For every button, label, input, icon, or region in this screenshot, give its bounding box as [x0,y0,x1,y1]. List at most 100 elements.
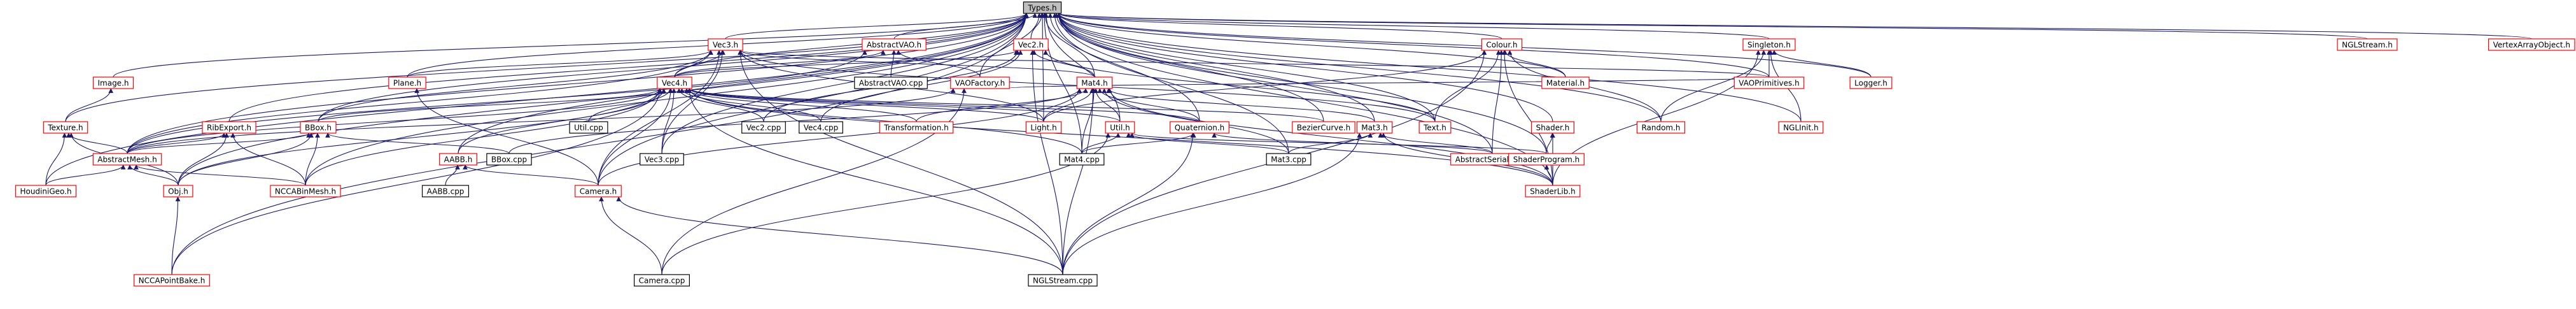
node-nglinit[interactable]: NGLInit.h [1778,121,1824,134]
edge-mat4cpp-to-util [1081,133,1121,154]
node-material[interactable]: Material.h [1541,76,1590,89]
node-light[interactable]: Light.h [1025,121,1062,134]
node-label: VertexArrayObject.h [2493,41,2570,50]
edge-mat3cpp-to-types [1052,13,1289,154]
edge-shaderprogram-to-util [1130,133,1547,154]
edge-abstractserializer-to-mat3 [1378,133,1493,154]
node-nglstream[interactable]: NGLStream.h [2337,38,2398,51]
node-abstractvao[interactable]: AbstractVAO.h [862,38,927,51]
node-logger[interactable]: Logger.h [1849,76,1893,89]
node-shaderlib[interactable]: ShaderLib.h [1525,185,1581,198]
edge-abstractmesh-to-ribexport [127,133,227,154]
node-aabb[interactable]: AABB.h [439,153,477,166]
node-houdinigeo[interactable]: HoudiniGeo.h [15,185,77,198]
node-beziercurve[interactable]: BezierCurve.h [1292,121,1355,134]
node-abstractmesh[interactable]: AbstractMesh.h [92,153,162,166]
node-vec4[interactable]: Vec4.h [657,76,692,89]
edge-vao_obj-to-types [1056,13,2532,40]
node-box [92,76,134,89]
node-label: Texture.h [47,124,83,133]
edge-colour-to-types [1056,13,1502,40]
node-label: VAOPrimitives.h [1739,79,1799,88]
edge-beziercurve-to-vec4 [687,88,1324,122]
node-label: Util.h [1110,124,1130,133]
node-util[interactable]: Util.h [1105,121,1135,134]
edge-abstractmesh-to-bbox [127,133,311,154]
node-vec3[interactable]: Vec3.h [708,38,743,51]
edge-vaoprimitives-to-vec3 [738,50,1770,78]
node-cameracpp: Camera.cpp [634,274,690,287]
node-mat4[interactable]: Mat4.h [1076,76,1113,89]
edge-nglinit-to-types [1056,13,1802,122]
edge-nccabinmesh-to-vec4 [305,88,662,186]
node-quaternion[interactable]: Quaternion.h [1170,121,1229,134]
node-transformation[interactable]: Transformation.h [879,121,954,134]
edge-mat4cpp-to-types [1042,13,1082,154]
node-label: BBox.cpp [491,155,527,164]
edge-text-to-colour [1434,50,1501,122]
node-colour[interactable]: Colour.h [1481,38,1523,51]
edge-nccabinmesh-to-ribexport [230,133,306,186]
edge-ribexport-to-types [228,13,1029,122]
node-shader[interactable]: Shader.h [1530,121,1575,134]
node-label: Vec4.cpp [804,124,839,133]
edge-light-to-mat4 [1043,88,1095,122]
node-box [1023,1,1062,14]
node-label: Mat3.h [1361,124,1387,133]
edge-singleton-to-types [1056,13,1770,40]
edge-shaderlib-to-mat4 [1107,88,1553,186]
node-vec3cpp: Vec3.cpp [640,153,684,166]
edge-vec2cpp-to-vec4 [676,88,764,122]
node-shaderprogram[interactable]: ShaderProgram.h [1508,153,1585,166]
node-vec4cpp: Vec4.cpp [799,121,843,134]
node-box [950,76,1010,89]
node-singleton[interactable]: Singleton.h [1742,38,1796,51]
node-image[interactable]: Image.h [92,76,134,89]
node-box [1076,76,1113,89]
node-nccabinmesh[interactable]: NCCABinMesh.h [270,185,341,198]
node-label: Text.h [1423,124,1446,133]
node-vaoprimitives[interactable]: VAOPrimitives.h [1733,76,1805,89]
edge-camera-to-mat4 [598,88,1082,186]
node-label: Vec2.cpp [746,124,781,133]
node-vaofactory[interactable]: VAOFactory.h [950,76,1010,89]
node-label: Types.h [1027,4,1056,13]
node-label: Vec4.h [662,79,687,88]
node-label: RibExport.h [207,124,251,133]
node-ribexport[interactable]: RibExport.h [202,121,256,134]
node-box [879,121,954,134]
node-bbox[interactable]: BBox.h [300,121,337,134]
node-obj[interactable]: Obj.h [163,185,193,198]
node-nccapointbake[interactable]: NCCAPointBake.h [134,274,210,287]
node-random[interactable]: Random.h [1636,121,1686,134]
edge-material-to-types [1056,13,1566,78]
node-vec2[interactable]: Vec2.h [1013,38,1049,51]
edge-plane-to-vec3 [407,50,713,78]
node-texture[interactable]: Texture.h [43,121,88,134]
node-label: Plane.h [393,79,421,88]
edge-nglstreamcpp-to-mat4 [1062,88,1096,275]
edge-bboxcpp-to-mat4 [508,88,1082,154]
node-plane[interactable]: Plane.h [388,76,426,89]
node-label: Mat3.cpp [1271,155,1306,164]
node-vao-obj[interactable]: VertexArrayObject.h [2488,38,2575,51]
edge-mat4cpp-to-quaternion [1081,133,1196,154]
node-box [1636,121,1686,134]
node-box [1541,76,1590,89]
node-label: Util.cpp [574,124,603,133]
node-mat3[interactable]: Mat3.h [1356,121,1393,134]
node-camera[interactable]: Camera.h [575,185,622,198]
node-box [1059,153,1105,166]
edge-mat3-to-mat4 [1106,88,1375,122]
node-box [1525,185,1581,198]
edge-vec3cpp-to-types [661,13,1029,154]
node-label: Mat4.cpp [1064,155,1100,164]
node-label: BezierCurve.h [1297,124,1350,133]
edge-util-to-mat4 [1093,88,1121,122]
node-box [854,76,928,89]
node-box [1418,121,1452,134]
node-label: Vec3.h [713,41,738,50]
node-mat3cpp: Mat3.cpp [1266,153,1312,166]
node-text[interactable]: Text.h [1418,121,1452,134]
